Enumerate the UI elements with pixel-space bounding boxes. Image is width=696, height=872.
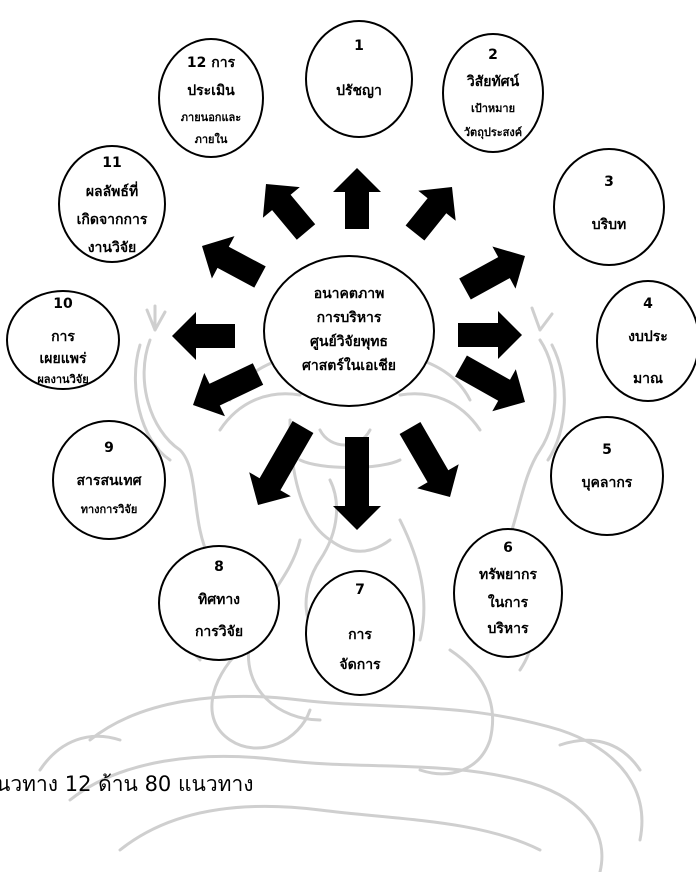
center-line-2: การบริหาร <box>316 310 382 326</box>
node-4-line-1: งบประ <box>628 329 668 345</box>
center-line-1: อนาคตภาพ <box>313 286 385 302</box>
arrow-to-node-1 <box>333 168 381 229</box>
center-circle: อนาคตภาพ การบริหาร ศูนย์วิจัยพุทธ ศาสตร์… <box>263 255 435 407</box>
node-5-label: บุคลากร <box>581 475 633 491</box>
node-3-label: บริบท <box>591 217 627 233</box>
node-2-number: 2 <box>488 47 498 63</box>
node-7-line-2: จัดการ <box>339 657 381 673</box>
node-10-dissemination: 10 การ เผยแพร่ ผลงานวิจัย <box>6 290 120 390</box>
arrow-to-node-9 <box>193 363 264 417</box>
node-10-line-3: ผลงานวิจัย <box>37 373 89 386</box>
node-10-line-1: การ <box>51 329 75 345</box>
arrow-to-node-6 <box>399 422 459 497</box>
node-5-personnel: 5 บุคลากร <box>550 416 664 536</box>
node-9-number: 9 <box>104 440 114 456</box>
node-8-line-2: การวิจัย <box>194 624 244 640</box>
node-6-resources: 6 ทรัพยากร ในการ บริหาร <box>453 528 563 658</box>
node-9-line-2: ทางการวิจัย <box>80 503 138 516</box>
node-1-label: ปรัชญา <box>336 83 382 99</box>
arrow-to-node-12 <box>262 184 316 240</box>
node-6-number: 6 <box>503 540 513 556</box>
node-2-line-1: วิสัยทัศน์ <box>466 74 520 90</box>
node-6-line-2: ในการ <box>487 595 529 611</box>
node-4-number: 4 <box>643 296 653 312</box>
arrow-to-node-5 <box>455 355 525 412</box>
node-9-line-1: สารสนเทศ <box>76 473 142 489</box>
node-2-line-3: วัตถุประสงค์ <box>463 126 523 139</box>
node-10-line-2: เผยแพร่ <box>39 351 87 367</box>
node-7-line-1: การ <box>348 627 372 643</box>
node-10-number: 10 <box>53 296 73 312</box>
node-11-line-1: ผลลัพธ์ที่ <box>85 184 139 200</box>
node-4-line-2: มาณ <box>632 371 664 387</box>
arrow-to-node-4 <box>458 311 522 359</box>
node-12-line-1: ประเมิน <box>187 83 235 99</box>
node-12-number: 12 การ <box>186 55 236 71</box>
node-8-research-direction: 8 ทิศทาง การวิจัย <box>158 545 280 661</box>
node-1-philosophy: 1 ปรัชญา <box>305 20 413 138</box>
node-7-management: 7 การ จัดการ <box>305 570 415 696</box>
arrow-to-node-3 <box>459 246 525 300</box>
node-7-number: 7 <box>355 582 365 598</box>
center-line-3: ศูนย์วิจัยพุทธ <box>310 334 388 350</box>
node-2-vision: 2 วิสัยทัศน์ เป้าหมาย วัตถุประสงค์ <box>442 33 544 153</box>
arrow-to-node-7 <box>333 437 381 530</box>
node-3-number: 3 <box>604 174 614 190</box>
caption-text: นวทาง 12 ด้าน 80 แนวทาง <box>0 772 254 796</box>
arrow-to-node-8 <box>249 421 314 505</box>
node-11-line-3: งานวิจัย <box>87 240 137 256</box>
node-8-number: 8 <box>214 559 224 575</box>
node-9-research-information: 9 สารสนเทศ ทางการวิจัย <box>52 420 166 540</box>
node-4-budget: 4 งบประ มาณ <box>596 280 696 402</box>
node-11-number: 11 <box>102 155 122 171</box>
node-11-line-2: เกิดจากการ <box>76 212 148 228</box>
center-line-4: ศาสตร์ในเอเชีย <box>302 358 396 374</box>
arrow-to-node-2 <box>405 187 456 241</box>
node-12-evaluation: 12 การ ประเมิน ภายนอกและ ภายใน <box>158 38 264 158</box>
node-2-line-2: เป้าหมาย <box>470 102 516 115</box>
node-3-context: 3 บริบท <box>553 148 665 266</box>
node-12-line-3: ภายใน <box>194 133 228 146</box>
arrow-to-node-11 <box>202 236 266 288</box>
node-1-number: 1 <box>354 38 364 54</box>
node-6-line-1: ทรัพยากร <box>478 567 538 583</box>
node-6-line-3: บริหาร <box>487 621 529 637</box>
node-5-number: 5 <box>602 442 612 458</box>
arrow-to-node-10 <box>172 312 235 360</box>
node-12-line-2: ภายนอกและ <box>180 111 242 124</box>
node-8-line-1: ทิศทาง <box>197 592 241 608</box>
node-11-research-outcomes: 11 ผลลัพธ์ที่ เกิดจากการ งานวิจัย <box>58 145 166 263</box>
